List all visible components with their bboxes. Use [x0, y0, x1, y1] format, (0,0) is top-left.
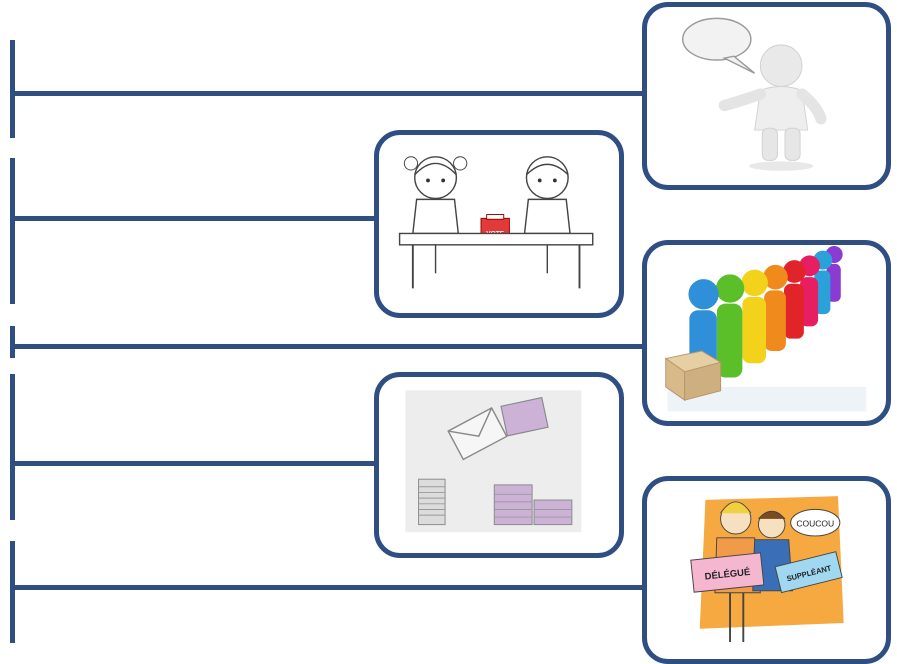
timeline-bar-3	[10, 326, 15, 358]
step-card-ballot-count	[374, 372, 624, 558]
connector-line-2	[10, 216, 380, 221]
step-card-children-vote: VOTE	[374, 130, 624, 318]
people-queue-ballot-box-icon	[664, 245, 867, 412]
connector-line-3	[10, 344, 650, 349]
connector-line-1	[10, 91, 650, 96]
step-card-speech	[642, 2, 891, 190]
connector-line-5	[10, 585, 650, 590]
timeline-bar-4	[10, 374, 15, 520]
step-card-delegates: DÉLÉGUÉ SUPPLÉANT COUCOU	[642, 476, 891, 664]
ballots-counting-icon	[405, 390, 582, 533]
step-card-queue-vote	[642, 240, 891, 426]
connector-line-4	[10, 461, 380, 466]
timeline-bar-1	[10, 40, 15, 138]
delegate-sign-label: DÉLÉGUÉ	[704, 567, 751, 583]
timeline-bar-5	[10, 541, 15, 643]
children-voting-icon: VOTE	[398, 156, 594, 289]
coucou-bubble-label: COUCOU	[796, 518, 834, 528]
timeline-bar-2	[10, 158, 15, 304]
delegate-substitute-icon: DÉLÉGUÉ SUPPLÉANT COUCOU	[690, 496, 844, 642]
speaking-person-icon	[681, 17, 827, 171]
